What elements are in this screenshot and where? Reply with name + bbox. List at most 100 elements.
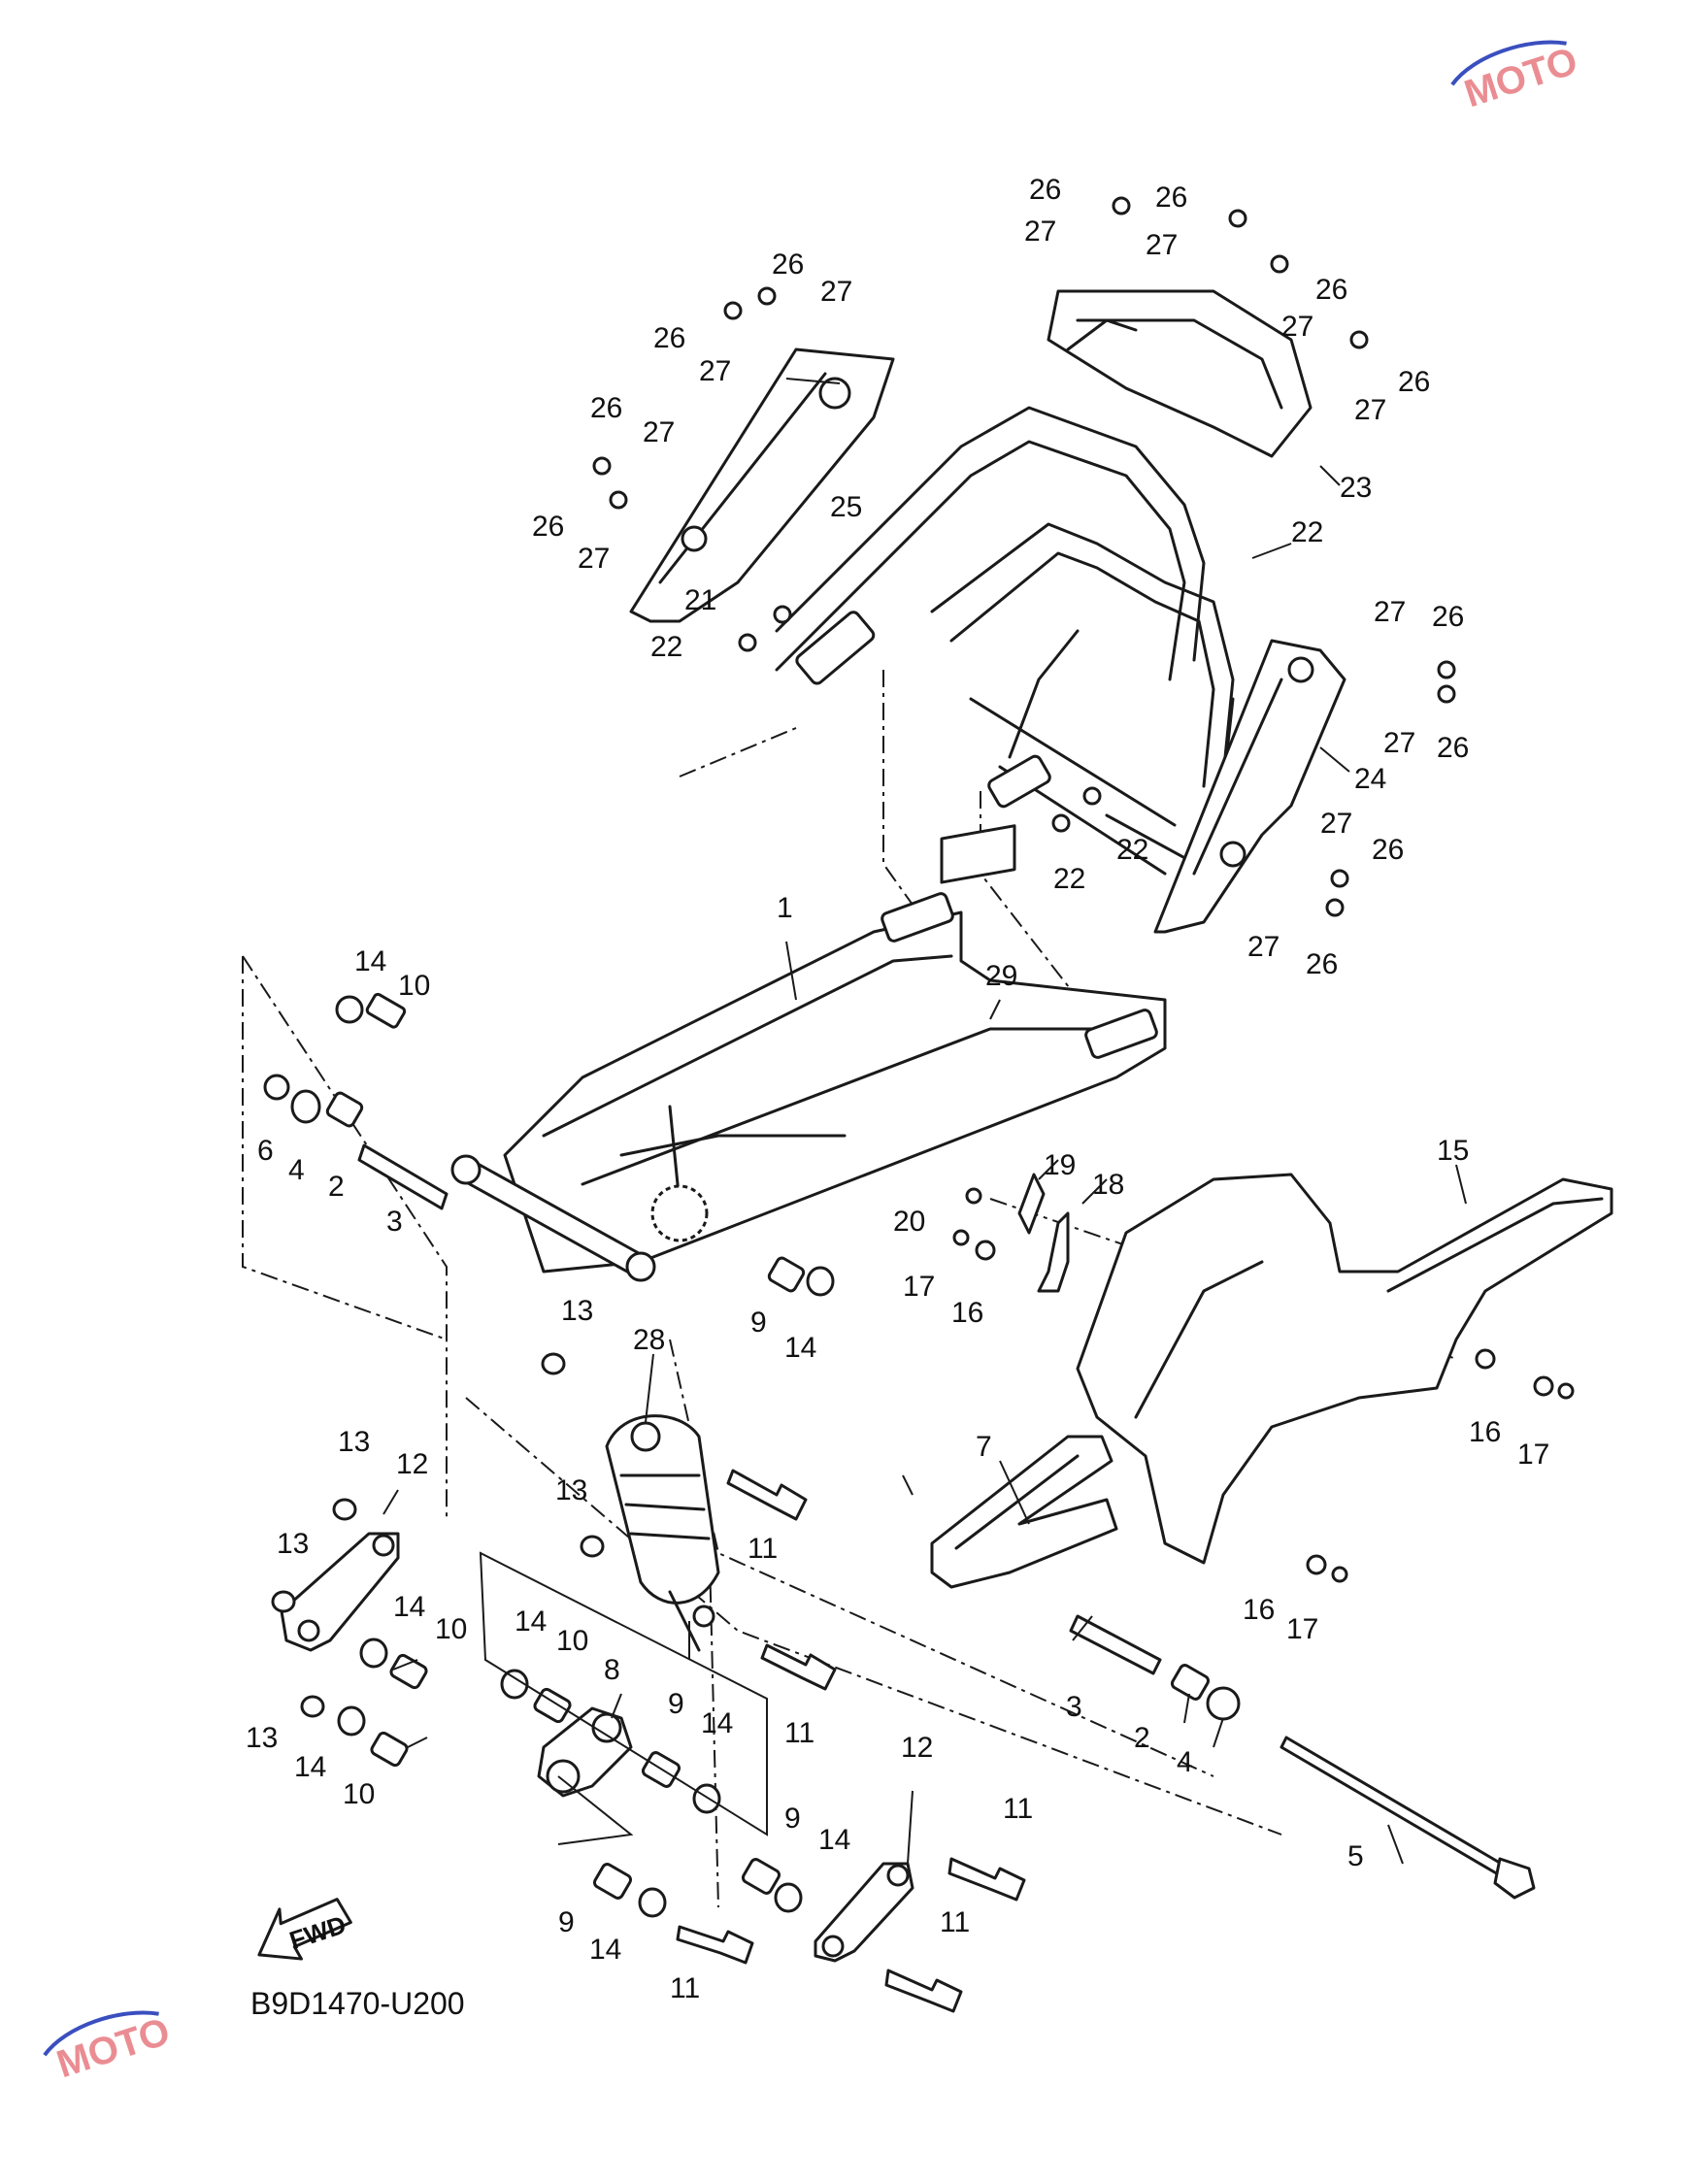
callout-27: 27 [1281,311,1313,343]
callout-11: 11 [670,1972,700,2004]
callout-12: 12 [396,1448,428,1480]
callout-14: 14 [818,1824,850,1856]
callout-9: 9 [750,1307,767,1339]
callout-14: 14 [515,1605,547,1638]
callout-17: 17 [1517,1439,1549,1471]
part-29-label-sticker [940,824,1016,884]
callout-29: 29 [985,960,1017,992]
callout-14: 14 [354,945,386,977]
watermark-logo-bottom-left: MOTO [43,2010,175,2087]
bushes-collars-washers [263,196,1575,2013]
callout-26: 26 [590,392,622,424]
part-25-carrier-bracket-left [629,347,895,623]
callout-26: 26 [1398,366,1430,398]
callout-11: 11 [748,1533,778,1565]
callout-22: 22 [1053,863,1085,895]
callout-21: 22 [1291,516,1323,548]
part-28-rear-shock [605,1414,720,1652]
callout-19: 19 [1044,1149,1076,1181]
callout-13: 13 [338,1426,370,1458]
callout-22: 22 [1116,834,1148,866]
callout-16: 16 [1469,1416,1501,1448]
callout-15: 15 [1437,1135,1469,1167]
callout-10: 10 [343,1778,375,1810]
callout-26: 26 [1306,948,1338,980]
callout-10: 10 [398,970,430,1002]
callout-6: 6 [257,1135,274,1167]
callout-2: 2 [328,1171,345,1203]
callout-7: 7 [976,1431,992,1463]
callout-2: 2 [1134,1722,1150,1754]
part-21-rear-carrier [775,406,1235,876]
diagram-code: B9D1470-U200 [250,1986,465,2021]
callout-13: 13 [246,1722,278,1754]
callout-17: 17 [903,1271,935,1303]
callout-25: 25 [830,491,862,523]
callout-14: 14 [784,1332,816,1364]
watermark-text: MOTO [51,2010,175,2087]
callout-14: 14 [294,1751,326,1783]
part-23-top-cover [1047,289,1313,458]
callout-labels: 26 27 26 27 26 27 26 27 23 26 27 26 27 2… [246,174,1549,2004]
callout-11: 11 [1003,1793,1033,1825]
part-8-relay-arm [537,1706,633,1798]
callout-27: 27 [1383,727,1415,759]
callout-11: 11 [784,1717,814,1749]
callout-9: 9 [558,1906,575,1938]
pivot-tube [450,1154,656,1282]
callout-14: 14 [701,1707,733,1739]
callout-22: 22 [650,631,682,663]
callout-9: 9 [668,1688,684,1720]
callout-24: 24 [1354,763,1386,795]
callout-26: 26 [1155,182,1187,214]
callout-27: 27 [1320,808,1352,840]
callout-27: 27 [820,276,852,308]
callout-3: 3 [386,1206,403,1238]
callout-4: 4 [1177,1746,1193,1778]
callout-5: 5 [1347,1840,1364,1872]
part-1-rear-frame [503,892,1167,1274]
callout-10: 10 [556,1625,588,1657]
callout-13: 13 [555,1474,587,1506]
callout-16: 16 [951,1297,983,1329]
callout-18: 18 [1092,1169,1124,1201]
part-12-link-arm-left [280,1532,400,1652]
part-18-19-reflector-stays [1017,1173,1070,1293]
callout-1: 1 [777,892,793,924]
callout-13: 13 [277,1528,309,1560]
callout-27: 27 [1146,229,1178,261]
callout-26: 26 [1437,732,1469,764]
callout-26: 26 [1432,601,1464,633]
callout-28: 28 [633,1324,665,1356]
callout-14: 14 [589,1934,621,1966]
callout-17: 17 [1286,1613,1318,1645]
callout-22: 21 [684,584,716,616]
watermark-logo-top-right: MOTO [1450,40,1582,116]
callout-27: 27 [1354,394,1386,426]
callout-16: 16 [1243,1594,1275,1626]
callout-27: 27 [1374,596,1406,628]
callout-26: 26 [772,248,804,281]
callout-23: 23 [1340,472,1372,504]
callout-20: 20 [893,1206,925,1238]
callout-14: 14 [393,1591,425,1623]
fwd-arrow-icon: FWD [257,1898,352,1961]
callout-10: 10 [435,1613,467,1645]
callout-27: 27 [1024,215,1056,248]
part-15-rear-fender [1076,1173,1613,1565]
callout-4: 4 [288,1154,305,1186]
part-24-side-cover [1153,639,1346,934]
callout-11: 11 [940,1906,970,1938]
callout-26: 26 [1029,174,1061,206]
callout-12: 12 [901,1732,933,1764]
callout-26: 26 [532,511,564,543]
callout-26: 26 [1315,274,1347,306]
callout-8: 8 [604,1654,620,1686]
part-12-link-arm-right [814,1862,914,1963]
callout-27: 27 [699,355,731,387]
callout-13: 13 [561,1295,593,1327]
callout-26: 26 [653,322,685,354]
callout-26: 26 [1372,834,1404,866]
callout-3: 3 [1066,1691,1082,1723]
